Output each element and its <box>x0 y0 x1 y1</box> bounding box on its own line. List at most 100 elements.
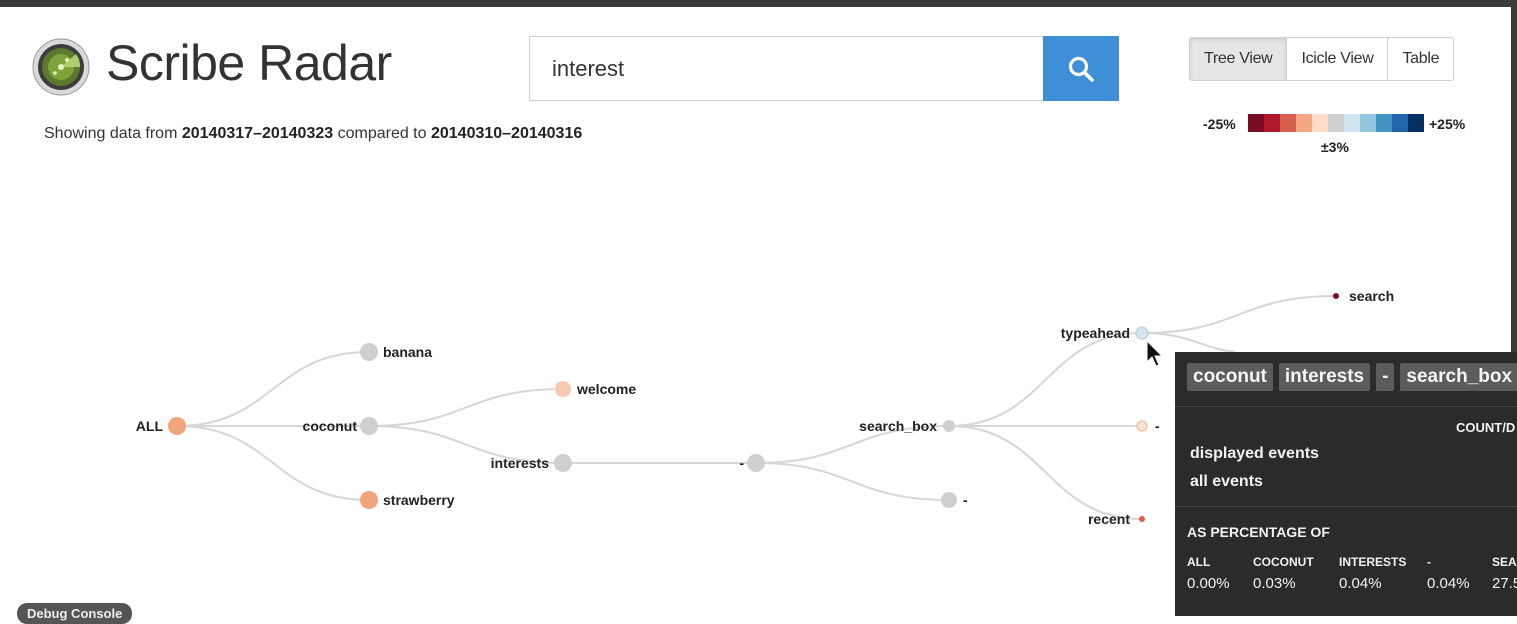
legend-swatch-1 <box>1264 114 1280 132</box>
tooltip-count-header: COUNT/D <box>1456 420 1516 435</box>
node-search[interactable]: search <box>1333 288 1394 304</box>
link-searchbox-recent <box>948 425 1143 520</box>
link-coconut-welcome <box>368 388 564 427</box>
legend-swatch-9 <box>1392 114 1408 132</box>
node-welcome[interactable]: welcome <box>555 381 636 397</box>
window-right-border <box>1511 0 1517 616</box>
legend-neutral-label: ±3% <box>1321 139 1349 155</box>
pct-col-dash: -0.04% <box>1427 555 1470 592</box>
node-banana[interactable]: banana <box>360 343 432 361</box>
mouse-cursor-icon <box>1146 339 1164 367</box>
node-recent-circle[interactable] <box>1139 516 1145 522</box>
node-dash-1-circle[interactable] <box>747 454 765 472</box>
node-coconut[interactable]: coconut <box>303 417 378 435</box>
app-title: Scribe Radar <box>106 35 392 91</box>
tooltip-divider <box>1175 406 1517 407</box>
legend-swatch-8 <box>1376 114 1392 132</box>
node-search-circle[interactable] <box>1333 293 1339 299</box>
link-all-banana <box>176 351 370 427</box>
current-range: 20140317–20140323 <box>181 125 334 142</box>
node-dash-2[interactable]: - <box>941 492 968 508</box>
node-dash-3-circle[interactable] <box>1136 420 1148 432</box>
window-top-border <box>0 0 1517 7</box>
search-button[interactable] <box>1043 36 1119 101</box>
node-all-label: ALL <box>136 418 164 434</box>
node-strawberry-circle[interactable] <box>360 491 378 509</box>
date-range-subtitle: Showing data from 20140317–20140323 comp… <box>44 125 583 142</box>
legend-low-label: -25% <box>1203 116 1236 132</box>
debug-console-button[interactable]: Debug Console <box>17 603 133 624</box>
node-tooltip: coconut interests - search_box COUNT/D d… <box>1175 352 1517 616</box>
node-typeahead-circle[interactable] <box>1135 326 1149 340</box>
node-search-label: search <box>1349 288 1394 304</box>
previous-range: 20140310–20140316 <box>430 125 583 142</box>
node-search-box-label: search_box <box>859 418 937 434</box>
node-strawberry[interactable]: strawberry <box>360 491 455 509</box>
link-dash1-dash2 <box>755 462 950 501</box>
node-strawberry-label: strawberry <box>383 492 455 508</box>
tooltip-path-item: - <box>1376 363 1395 391</box>
search-input[interactable] <box>529 36 1043 101</box>
node-search-box-circle[interactable] <box>943 420 955 432</box>
legend-swatch-2 <box>1280 114 1296 132</box>
radar-logo-icon <box>32 38 90 96</box>
legend-high-label: +25% <box>1429 116 1466 132</box>
tooltip-row-all: all events <box>1190 473 1263 490</box>
node-search-box[interactable]: search_box <box>859 418 955 434</box>
tooltip-path-item: coconut <box>1187 363 1273 391</box>
node-dash-3[interactable]: - <box>1136 418 1160 434</box>
link-dash1-searchbox <box>755 425 950 464</box>
legend-swatch-7 <box>1360 114 1376 132</box>
node-welcome-circle[interactable] <box>555 381 571 397</box>
link-typeahead-offscreen <box>1141 332 1236 353</box>
tooltip-row-displayed: displayed events <box>1190 445 1319 462</box>
node-dash-2-circle[interactable] <box>941 492 957 508</box>
node-dash-3-label: - <box>1155 418 1160 434</box>
node-interests[interactable]: interests <box>491 454 572 472</box>
legend-swatch-4 <box>1312 114 1328 132</box>
color-legend: -25% +25% ±3% <box>1203 114 1483 164</box>
link-searchbox-typeahead <box>948 332 1143 427</box>
tooltip-percentage-header: AS PERCENTAGE OF <box>1187 524 1330 540</box>
tooltip-path-item: interests <box>1278 363 1371 391</box>
node-all-circle[interactable] <box>168 417 186 435</box>
icicle-view-button[interactable]: Icicle View <box>1286 38 1388 80</box>
table-view-button[interactable]: Table <box>1387 38 1454 80</box>
node-all[interactable]: ALL <box>136 417 186 435</box>
link-typeahead-search <box>1141 295 1337 334</box>
node-coconut-label: coconut <box>303 418 358 434</box>
node-dash-1-label: - <box>739 455 744 471</box>
search-bar <box>529 36 1119 101</box>
node-typeahead[interactable]: typeahead <box>1061 325 1149 341</box>
tooltip-path: coconut interests - search_box <box>1187 363 1517 391</box>
node-dash-2-label: - <box>963 492 968 508</box>
node-recent-label: recent <box>1088 511 1130 527</box>
search-icon <box>1068 56 1094 82</box>
node-banana-circle[interactable] <box>360 343 378 361</box>
legend-swatch-10 <box>1408 114 1424 132</box>
legend-swatch-5 <box>1328 114 1344 132</box>
link-all-strawberry <box>176 425 370 501</box>
tooltip-path-item: search_box <box>1400 363 1517 391</box>
node-banana-label: banana <box>383 344 432 360</box>
legend-swatch-6 <box>1344 114 1360 132</box>
view-switcher: Tree View Icicle View Table <box>1189 37 1455 81</box>
node-recent[interactable]: recent <box>1088 511 1145 527</box>
node-typeahead-label: typeahead <box>1061 325 1130 341</box>
link-coconut-interests <box>368 425 564 464</box>
tooltip-divider <box>1175 506 1517 507</box>
tree-view-button[interactable]: Tree View <box>1190 38 1287 80</box>
node-interests-label: interests <box>491 455 550 471</box>
node-coconut-circle[interactable] <box>360 417 378 435</box>
node-interests-circle[interactable] <box>554 454 572 472</box>
legend-swatch-0 <box>1248 114 1264 132</box>
node-dash-1[interactable]: - <box>739 454 765 472</box>
legend-swatch-3 <box>1296 114 1312 132</box>
legend-swatches <box>1248 114 1424 132</box>
node-welcome-label: welcome <box>576 381 636 397</box>
pct-col-search-box: SEARCH_BOX27.5% <box>1492 555 1517 592</box>
